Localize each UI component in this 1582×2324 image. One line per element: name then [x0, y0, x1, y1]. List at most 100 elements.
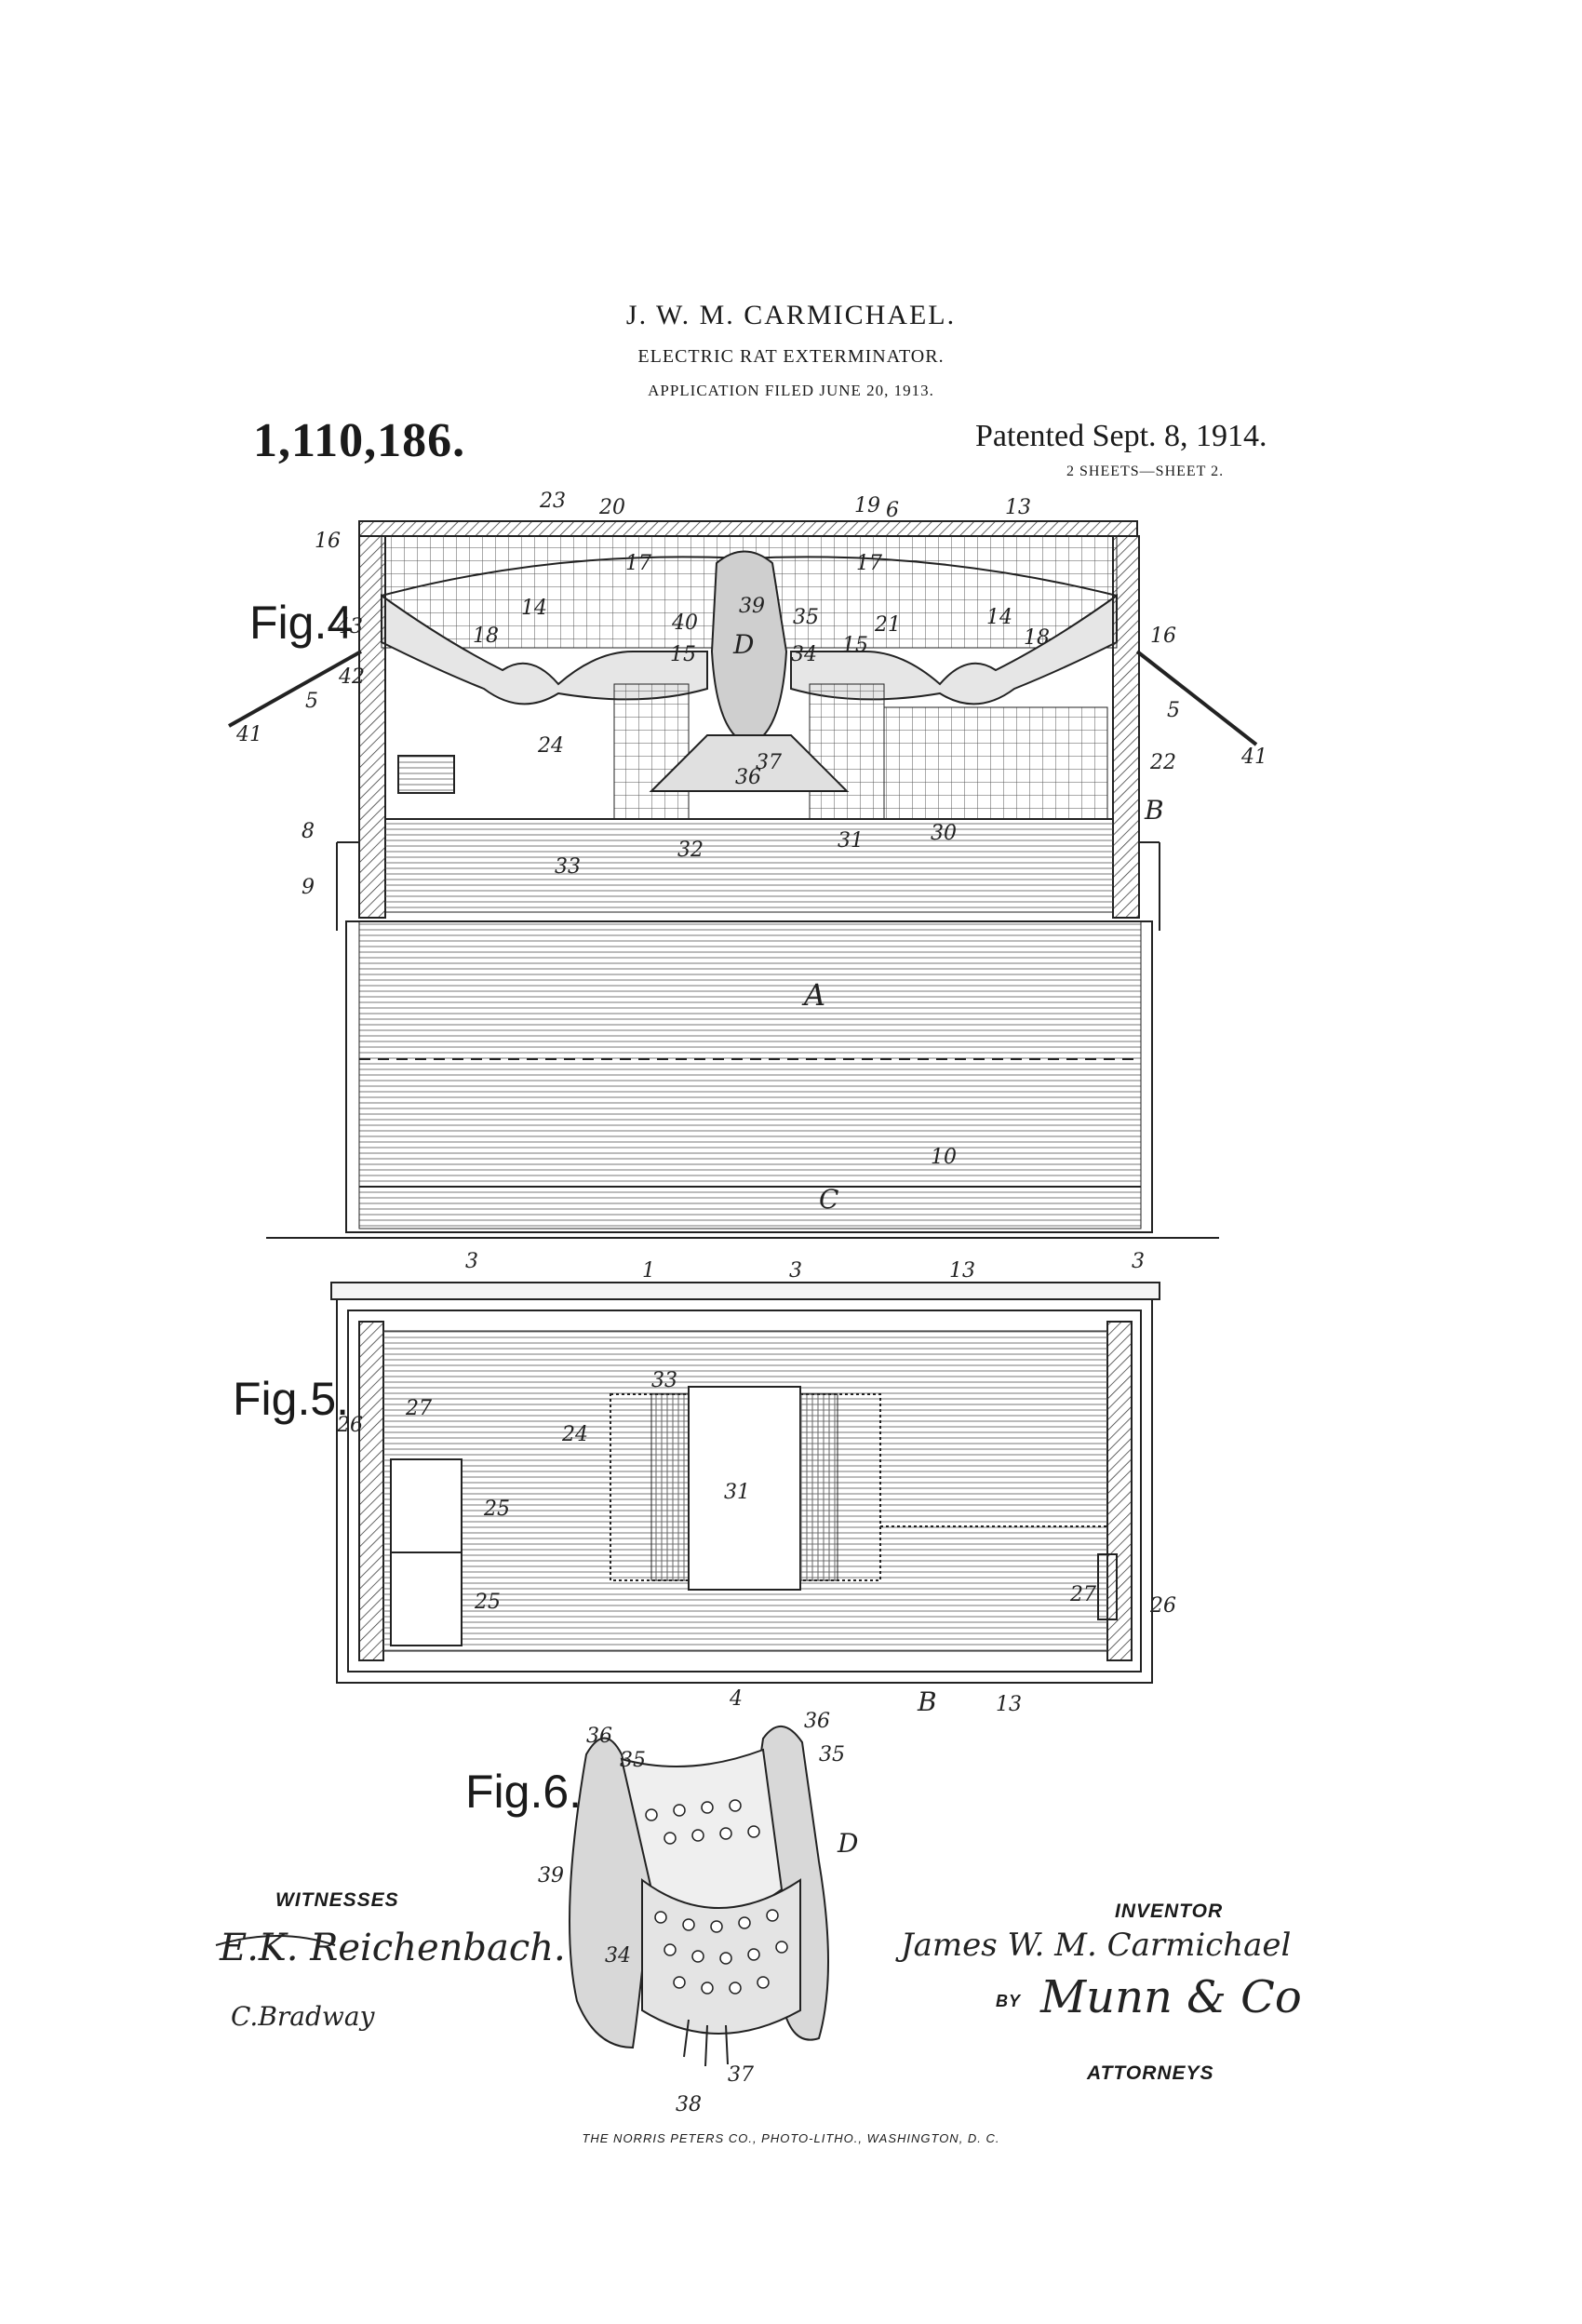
fig4-ref: 23	[539, 490, 566, 513]
fig4-ref: 15	[670, 643, 696, 666]
by-label: BY	[996, 1992, 1022, 2010]
fig5-reference-numerals: 3 1 3 13 3 33 24 27 26 25 31 25 27 26 4 …	[336, 1250, 1176, 1717]
fig6-perforations	[645, 1799, 788, 1995]
fig4-ref: 24	[537, 734, 564, 758]
fig4-bait-box	[397, 755, 455, 794]
fig4-ref: 34	[791, 643, 817, 666]
fig4-cage-right	[809, 683, 885, 820]
fig4-band-b	[384, 818, 1114, 913]
fig4-reference-numerals: 23 20 19 6 13 16 17 17 14 39 35 21 14 18…	[235, 490, 1267, 1215]
fig5-left-wall	[358, 1321, 384, 1661]
fig4-door-left	[228, 650, 362, 728]
fig4-ref: 19	[854, 494, 880, 517]
fig6-ref: 35	[620, 1749, 646, 1772]
fig6-ref: 36	[586, 1725, 612, 1748]
fig4-ref: 18	[1024, 626, 1050, 650]
fig5-ref: 26	[1149, 1594, 1176, 1618]
fig4-ref: A	[801, 977, 825, 1013]
fig4-cage-far-right	[883, 706, 1108, 820]
patent-number: 1,110,186.	[253, 414, 466, 467]
fig5-bait-compartment-top	[390, 1458, 463, 1553]
fig4-ref: 16	[1150, 625, 1176, 648]
fig4-ref: 41	[1240, 746, 1267, 769]
fig4-ref: 8	[302, 820, 315, 843]
fig4-label: Fig.4	[249, 597, 354, 649]
fig5-ref: 13	[949, 1259, 975, 1283]
fig4-ref: 13	[1005, 496, 1031, 519]
fig5-ref: 27	[405, 1397, 432, 1420]
fig4-ref: 20	[598, 496, 625, 519]
fig4-ref: 30	[931, 822, 957, 845]
fig6-ref: D	[837, 1828, 858, 1859]
witness-underline	[215, 1935, 336, 1946]
fig5-lid	[330, 1282, 1160, 1300]
fig6-reference-numerals: 36 35 36 35 D 39 34 37 38	[538, 1710, 858, 2116]
fig5-funnel-opening	[688, 1386, 801, 1591]
fig4-top-frame	[358, 520, 1138, 537]
fig6-ref: 36	[804, 1710, 830, 1733]
fig5-ref: 13	[996, 1693, 1022, 1716]
printer-footer: THE NORRIS PETERS CO., PHOTO-LITHO., WAS…	[582, 2131, 1000, 2145]
fig6-ref: 35	[819, 1743, 845, 1767]
fig6-ref: 39	[538, 1864, 564, 1887]
fig5-ref: 26	[336, 1414, 363, 1437]
fig5-ref: 3	[465, 1250, 478, 1273]
fig4-ref: 21	[874, 613, 901, 637]
fig4-ref: 10	[931, 1146, 957, 1169]
fig4-left-wall	[358, 535, 386, 919]
fig4-ref: 15	[842, 634, 868, 657]
fig4-ref: B	[1144, 795, 1164, 826]
inventor-label: INVENTOR	[1115, 1901, 1224, 1922]
fig4-ref: 31	[838, 829, 864, 853]
fig4-ref: C	[819, 1184, 838, 1215]
fig6-ref: 37	[728, 2063, 754, 2087]
fig4-ref: 18	[473, 625, 499, 648]
fig5-ref: 25	[483, 1498, 510, 1521]
fig5-ref: 25	[474, 1591, 501, 1614]
fig4-right-wall	[1112, 535, 1140, 919]
fig5-outer-box	[336, 1298, 1153, 1684]
fig5-label: Fig.5.	[233, 1373, 350, 1425]
fig4-ref: 5	[1167, 699, 1180, 722]
fig4-ref: 17	[856, 552, 882, 575]
fig4-ref: 40	[671, 611, 698, 635]
fig5-ref: 33	[651, 1369, 677, 1392]
fig4-ref: 14	[521, 597, 547, 620]
fig4-ref: 37	[756, 751, 782, 774]
fig5-right-wall	[1106, 1321, 1133, 1661]
fig4-ref: 35	[793, 606, 819, 629]
fig4-ref: 14	[986, 606, 1012, 629]
fig5-ref: 24	[561, 1423, 588, 1446]
fig4-ref: 17	[625, 552, 651, 575]
fig4-ref: 5	[305, 690, 318, 713]
fig5-ref: 31	[724, 1481, 750, 1504]
fig4-tray-right	[790, 594, 1118, 705]
attorneys-label: ATTORNEYS	[1087, 2062, 1214, 2084]
fig4-door-right	[1135, 650, 1258, 746]
fig4-section-view	[228, 520, 1258, 1239]
fig5-ref: 27	[1069, 1583, 1096, 1606]
fig6-funnel-detail	[569, 1726, 829, 2067]
fig4-funnel-d	[710, 550, 788, 746]
fig5-ref: 4	[729, 1687, 743, 1711]
inventor-signature: James W. M. Carmichael	[901, 1927, 1292, 1964]
fig4-ref: 36	[735, 766, 761, 789]
fig4-ref: 32	[677, 839, 704, 862]
fig5-bait-compartment-bottom	[390, 1552, 463, 1646]
fig6-label: Fig.6.	[465, 1766, 583, 1818]
fig4-ref: 33	[555, 855, 581, 879]
fig6-left-flap	[569, 1737, 653, 2049]
fig4-ref: 9	[302, 876, 315, 899]
sheet-count: 2 SHEETS—SHEET 2.	[1066, 463, 1225, 479]
fig4-ref: 6	[886, 499, 899, 522]
fig4-ref: D	[732, 629, 754, 660]
inventor-name: J. W. M. CARMICHAEL.	[625, 300, 957, 330]
fig4-ref: 41	[235, 723, 262, 746]
fig4-ref: 42	[338, 665, 365, 689]
fig4-funnel-base	[649, 734, 850, 792]
fig4-ref: 16	[315, 530, 341, 553]
witness-signature-2: C.Bradway	[231, 2001, 375, 2032]
application-filed: APPLICATION FILED JUNE 20, 1913.	[648, 382, 934, 399]
fig4-cage-left	[613, 683, 690, 820]
